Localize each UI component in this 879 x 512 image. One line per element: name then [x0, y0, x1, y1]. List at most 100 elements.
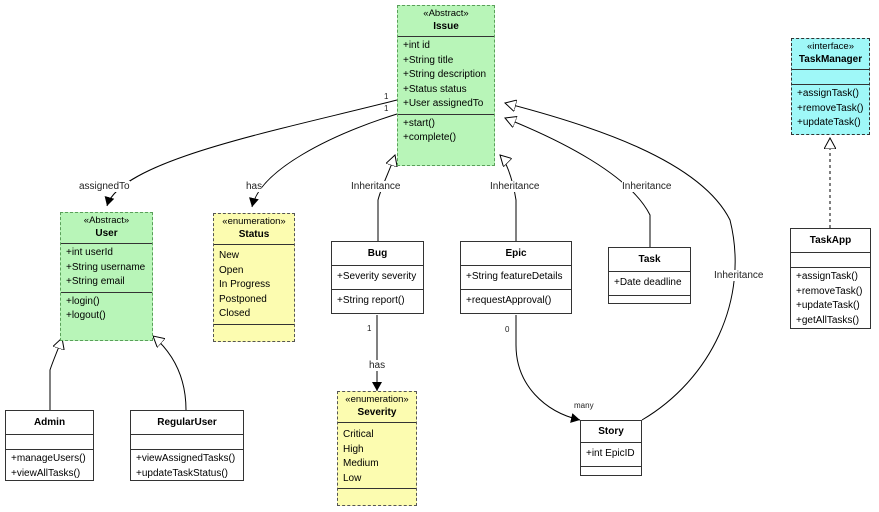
edge-story-issue	[505, 103, 736, 421]
attributes-section: +int userId +String username +String ema…	[61, 243, 152, 292]
attribute: +Status status	[403, 83, 467, 95]
class-name: Task	[638, 254, 661, 265]
method: +updateTask()	[797, 117, 861, 128]
method: +requestApproval()	[466, 294, 552, 306]
methods-section: +login() +logout()	[61, 291, 152, 326]
class-admin[interactable]: Admin +manageUsers() +viewAllTasks()	[5, 410, 94, 481]
class-name: Story	[598, 426, 624, 437]
class-name: Bug	[367, 248, 388, 259]
edge-bug-issue	[377, 155, 395, 241]
edge-issue-status	[249, 113, 398, 208]
attribute: +int EpicID	[586, 448, 635, 459]
class-stereotype: «enumeration»	[222, 216, 286, 227]
values-section: Critical High Medium Low	[338, 422, 416, 488]
attribute: +int userId	[66, 247, 113, 258]
attribute: +User assignedTo	[403, 98, 484, 109]
attribute: +String username	[66, 261, 146, 273]
enum-value: Open	[219, 264, 244, 276]
edge-regularuser-user	[153, 336, 187, 411]
attribute: +Date deadline	[614, 277, 682, 288]
attributes-section	[6, 434, 93, 449]
enum-value: High	[343, 443, 364, 455]
enum-value: Critical	[343, 429, 374, 440]
enum-value: In Progress	[219, 279, 271, 290]
method: +updateTaskStatus()	[136, 467, 228, 479]
methods-section	[214, 323, 294, 333]
method: +getAllTasks()	[796, 314, 860, 326]
label-has-status: has	[246, 181, 263, 192]
class-user[interactable]: «Abstract» User +int userId +String usern…	[60, 212, 153, 341]
multiplicity-issue-user: 1	[384, 92, 389, 101]
class-regularuser[interactable]: RegularUser +viewAssignedTasks() +update…	[130, 410, 244, 481]
class-story[interactable]: Story +int EpicID	[580, 420, 642, 476]
method: +logout()	[66, 310, 106, 321]
class-name: TaskManager	[798, 54, 863, 65]
methods-section	[338, 488, 416, 497]
edge-task-issue	[505, 118, 651, 247]
label-inheritance-story: Inheritance	[714, 270, 764, 281]
methods-section: +manageUsers() +viewAllTasks()	[6, 449, 93, 483]
methods-section: +assignTask() +removeTask() +updateTask(…	[791, 267, 870, 330]
methods-section: +start() +complete()	[398, 113, 494, 148]
method: +String report()	[337, 294, 405, 306]
class-name: RegularUser	[157, 417, 217, 428]
multiplicity-issue-status: 1	[384, 104, 389, 113]
attributes-section: +Date deadline	[609, 271, 690, 295]
class-name: Admin	[33, 417, 66, 428]
class-stereotype: «Abstract»	[423, 8, 469, 19]
attribute: +String description	[403, 69, 487, 80]
method: +viewAssignedTasks()	[136, 453, 236, 464]
class-name: Issue	[433, 21, 459, 32]
class-task[interactable]: Task +Date deadline	[608, 247, 691, 304]
class-issue[interactable]: «Abstract» Issue +int id +String title +S…	[397, 5, 495, 166]
attributes-section: +Severity severity	[332, 265, 423, 289]
attributes-section	[791, 252, 870, 267]
attribute: +String email	[66, 276, 125, 287]
class-stereotype: «Abstract»	[83, 215, 130, 226]
label-assigned-to: assignedTo	[79, 181, 130, 192]
class-taskapp[interactable]: TaskApp +assignTask() +removeTask() +upd…	[790, 228, 871, 329]
method: +complete()	[403, 132, 457, 143]
label-inheritance-epic: Inheritance	[490, 181, 540, 192]
attributes-section: +int EpicID	[581, 442, 641, 466]
method: +updateTask()	[796, 300, 860, 311]
class-name: Epic	[505, 248, 527, 259]
class-name: TaskApp	[809, 235, 852, 246]
class-taskmanager[interactable]: «interface» TaskManager +assignTask() +re…	[791, 38, 870, 135]
method: +manageUsers()	[11, 453, 86, 464]
multiplicity-epic-story-source: 0	[505, 325, 510, 334]
method: +assignTask()	[797, 88, 859, 99]
edge-epic-issue	[500, 155, 517, 241]
enum-value: New	[219, 250, 240, 261]
attribute: +String featureDetails	[466, 271, 563, 282]
enum-value: Postponed	[219, 293, 267, 305]
method: +removeTask()	[797, 102, 864, 114]
class-name: Status	[238, 229, 270, 240]
methods-section: +viewAssignedTasks() +updateTaskStatus()	[131, 449, 243, 483]
class-stereotype: «enumeration»	[345, 394, 409, 405]
edge-admin-user	[49, 338, 62, 410]
attributes-section	[792, 69, 869, 84]
label-has-severity: has	[369, 360, 386, 371]
methods-section	[581, 465, 641, 475]
class-bug[interactable]: Bug +Severity severity +String report()	[331, 241, 424, 314]
label-inheritance-bug: Inheritance	[351, 181, 401, 192]
methods-section	[609, 294, 690, 304]
class-epic[interactable]: Epic +String featureDetails +requestAppr…	[460, 241, 572, 314]
class-name: User	[95, 228, 118, 239]
attributes-section: +int id +String title +String descriptio…	[398, 36, 494, 114]
method: +start()	[403, 117, 435, 129]
attributes-section: +String featureDetails	[461, 265, 571, 289]
methods-section: +assignTask() +removeTask() +updateTask(…	[792, 84, 869, 133]
class-status[interactable]: «enumeration» Status New Open In Progress…	[213, 213, 295, 342]
attribute: +String title	[403, 54, 454, 66]
class-stereotype: «interface»	[806, 41, 854, 52]
enum-value: Medium	[343, 458, 379, 469]
class-severity[interactable]: «enumeration»Severity Critical High Medi…	[337, 391, 417, 506]
method: +login()	[66, 295, 100, 307]
enum-value: Low	[343, 472, 362, 484]
multiplicity-epic-story-target: many	[574, 401, 594, 410]
methods-section: +String report()	[332, 288, 423, 313]
method: +assignTask()	[796, 271, 858, 282]
attribute: +int id	[403, 40, 430, 51]
